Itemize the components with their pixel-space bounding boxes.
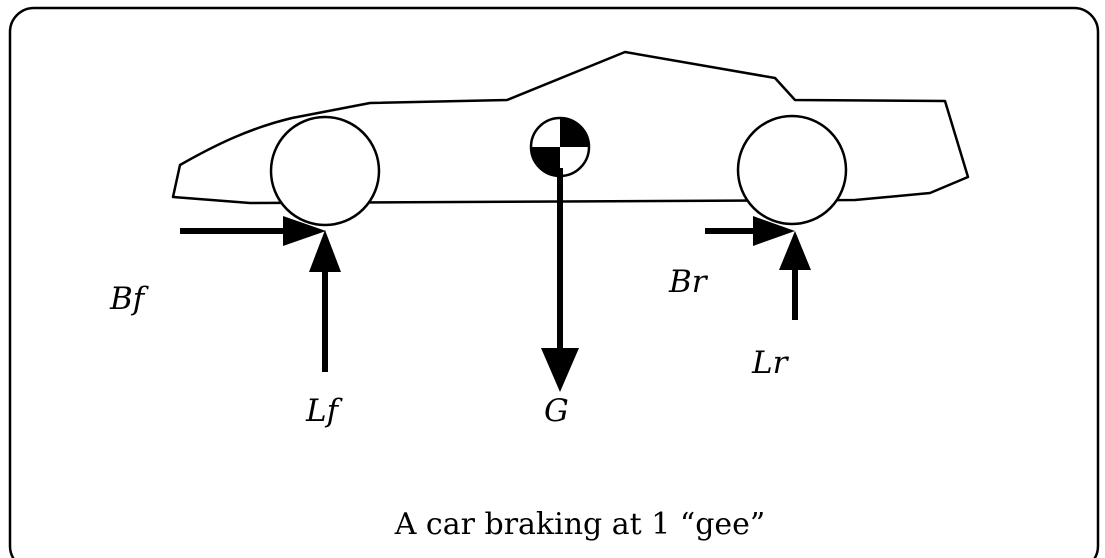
rear-lift-arrow xyxy=(779,231,811,320)
label-gravity: G xyxy=(544,393,569,429)
front-wheel xyxy=(269,115,381,227)
gravity-arrow xyxy=(541,168,579,392)
label-lift-rear: Lr xyxy=(751,345,790,381)
label-lift-front: Lf xyxy=(305,393,344,429)
front-braking-arrow xyxy=(180,216,326,246)
label-brake-rear: Br xyxy=(668,264,709,300)
rear-braking-arrow xyxy=(705,216,795,246)
label-brake-front: Bf xyxy=(109,281,150,317)
diagram-caption: A car braking at 1 “gee” xyxy=(394,507,766,542)
rear-wheel xyxy=(736,114,848,226)
front-lift-arrow xyxy=(309,230,341,372)
car-body-outline xyxy=(171,50,970,205)
center-of-gravity-icon xyxy=(529,116,591,178)
diagram-frame xyxy=(8,6,1100,558)
